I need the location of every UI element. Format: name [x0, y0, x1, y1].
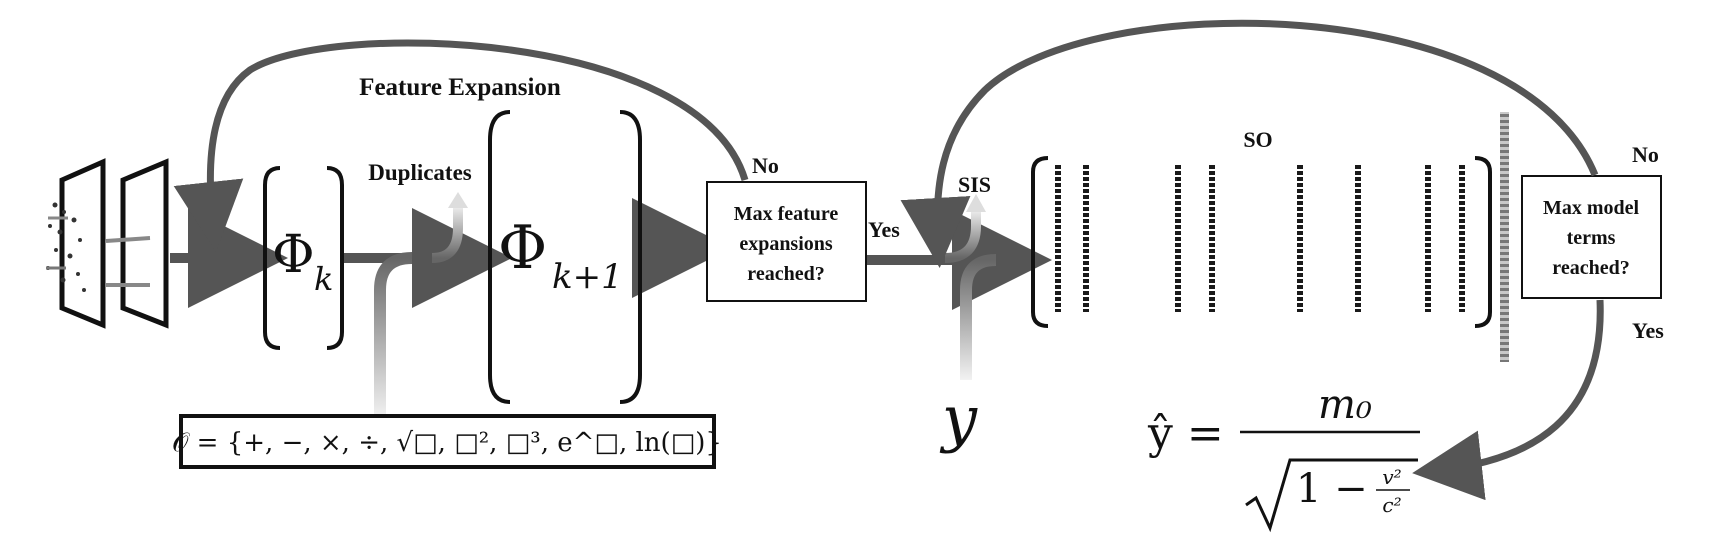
sis-branch-arrow	[944, 210, 981, 263]
no-right-label: No	[1632, 142, 1659, 167]
formula-numerator: m₀	[1318, 382, 1372, 428]
selection-ruler	[1500, 112, 1509, 362]
formula-denominator: 1 −	[1296, 466, 1368, 512]
phi-k1-symbol: Φ	[498, 213, 547, 283]
decision-right-line2: terms	[1567, 227, 1616, 249]
phi-k1-subscript: k+1	[552, 257, 623, 297]
no-left-label: No	[752, 153, 779, 178]
target-y: y	[939, 382, 978, 455]
operator-feed-arrow	[374, 252, 413, 418]
duplicates-label: Duplicates	[368, 160, 472, 185]
max-model-terms-box	[1521, 175, 1662, 299]
feature-loop-arrow	[173, 39, 749, 252]
operator-set: 𝒪 = {+, −, ×, ÷, √□, □², □³, e^□, ln(□)}	[172, 428, 722, 458]
decision-left-line1: Max feature	[734, 203, 839, 225]
yes-left-label: Yes	[868, 217, 900, 242]
model-loop-arrow	[900, 19, 1599, 268]
duplicates-branch-arrow	[431, 206, 463, 263]
so-bracket	[1031, 156, 1492, 328]
sis-label: SIS	[958, 172, 991, 197]
decision-right-line3: reached?	[1552, 257, 1629, 279]
data-input-icon	[46, 158, 169, 329]
result-arrow	[1412, 299, 1604, 501]
formula-v2: v²	[1382, 465, 1401, 489]
feature-columns	[1055, 165, 1465, 312]
formula-c2: c²	[1382, 493, 1401, 517]
phi-k-bracket	[263, 166, 344, 350]
phi-k1-bracket	[488, 110, 642, 404]
sis-arrow-head	[966, 194, 986, 212]
decision-left-line2: expansions	[739, 233, 833, 255]
phi-k-subscript: k	[314, 260, 333, 298]
so-label: SO	[1243, 127, 1272, 152]
phi-k-symbol: Φ	[272, 225, 315, 285]
decision-left-line3: reached?	[747, 263, 824, 285]
operator-set-box	[179, 414, 716, 469]
formula-yhat: ŷ =	[1147, 408, 1224, 459]
decision-right-line1: Max model	[1543, 197, 1640, 219]
target-feed-arrow	[960, 254, 997, 380]
result-formula: ŷ = m₀ 1 − v² c²	[1147, 382, 1420, 533]
yes-right-label: Yes	[1632, 318, 1664, 343]
duplicates-arrow-head	[448, 192, 468, 208]
max-feature-expansions-box	[706, 181, 867, 302]
feature-expansion-title: Feature Expansion	[359, 74, 561, 101]
